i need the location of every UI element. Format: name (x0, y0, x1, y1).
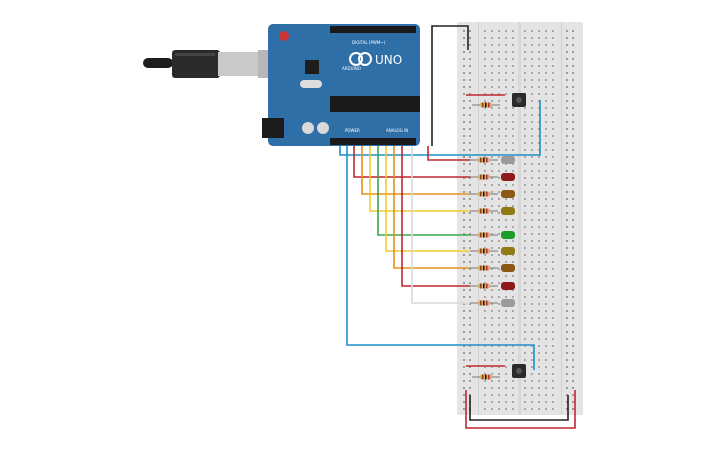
microcontroller-chip (330, 96, 420, 112)
led-wire-9[interactable] (411, 146, 470, 304)
power-analog-header (330, 138, 416, 145)
led-wire-6[interactable] (385, 146, 470, 252)
led-red[interactable] (501, 173, 515, 181)
button-wire-top[interactable] (339, 100, 541, 156)
top-pushbutton[interactable] (512, 93, 526, 107)
power-rail-loop-red[interactable] (465, 390, 576, 429)
resistor-3[interactable] (470, 191, 498, 197)
resistor-button-bottom[interactable] (472, 374, 500, 380)
analog-label: ANALOG IN (386, 128, 408, 133)
resistor-5[interactable] (470, 232, 498, 238)
led-green[interactable] (501, 231, 515, 239)
led-wire-1[interactable] (427, 146, 470, 161)
resistor-1[interactable] (470, 157, 498, 163)
led-wire-8[interactable] (401, 146, 470, 287)
led-gray[interactable] (501, 299, 515, 307)
arduino-uno-board[interactable]: UNO ARDUINO DIGITAL (PWM~) POWER ANALOG … (262, 24, 420, 146)
button-wire-bottom[interactable] (346, 146, 535, 370)
led-wire-3[interactable] (361, 146, 470, 195)
led-wire-5[interactable] (377, 146, 470, 236)
resistor-7[interactable] (470, 265, 498, 271)
resistor-8[interactable] (470, 283, 498, 289)
resistor-2[interactable] (470, 174, 498, 180)
resistor-9[interactable] (470, 300, 498, 306)
led-yellow[interactable] (501, 247, 515, 255)
power-jack (262, 118, 284, 138)
led-orange[interactable] (501, 190, 515, 198)
brand-label: ARDUINO (342, 66, 361, 71)
led-gray[interactable] (501, 156, 515, 164)
digital-label: DIGITAL (PWM~) (352, 40, 386, 45)
power-label: POWER (345, 128, 360, 133)
resistor-button-top[interactable] (472, 102, 500, 108)
resistor-6[interactable] (470, 248, 498, 254)
led-yellow[interactable] (501, 207, 515, 215)
ground-wire-top[interactable] (431, 25, 469, 146)
led-red[interactable] (501, 282, 515, 290)
led-wire-2[interactable] (353, 146, 470, 178)
uno-logo: UNO (375, 53, 402, 67)
led-wire-4[interactable] (369, 146, 470, 212)
bottom-pushbutton[interactable] (512, 364, 526, 378)
usb-cable (143, 50, 286, 78)
breadboard[interactable] (457, 22, 583, 415)
digital-header (330, 26, 416, 33)
led-orange[interactable] (501, 264, 515, 272)
led-wire-7[interactable] (393, 146, 470, 269)
jumper-wires[interactable] (339, 25, 576, 429)
ground-rail-loop-black[interactable] (469, 395, 569, 421)
resistor-4[interactable] (470, 208, 498, 214)
components[interactable] (470, 102, 515, 380)
